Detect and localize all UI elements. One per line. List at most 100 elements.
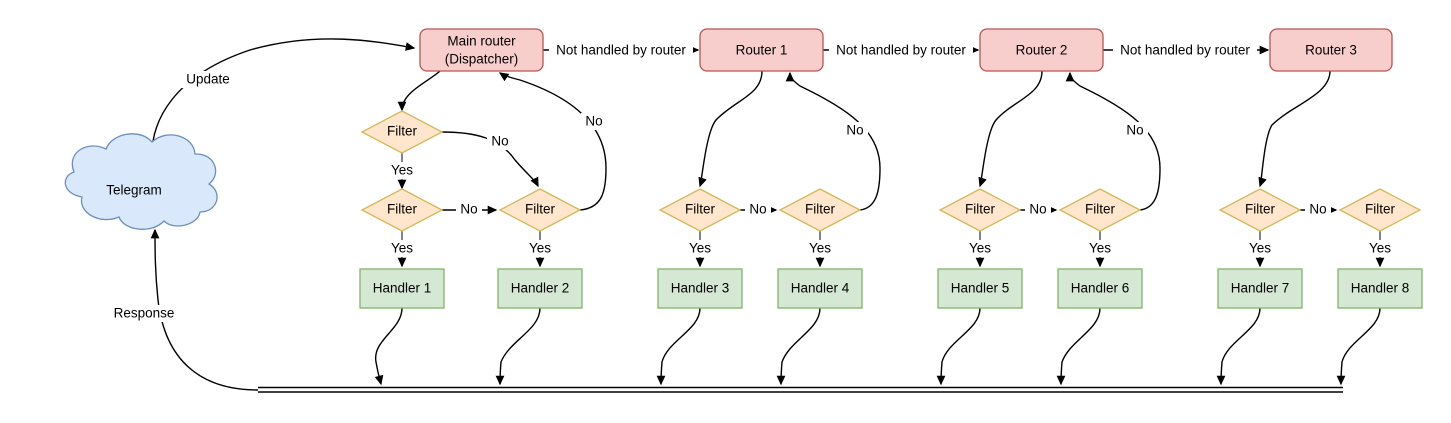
label-update: Update xyxy=(181,71,235,88)
node-main-router[interactable]: Main router (Dispatcher) xyxy=(419,28,544,72)
no-label-8: No xyxy=(1309,202,1326,217)
label-yes-filter-5: Yes xyxy=(964,240,996,257)
label-yes-filter-8: Yes xyxy=(1364,240,1396,257)
not-handled-label-3: Not handled by router xyxy=(1120,43,1250,58)
yes-label-9: Yes xyxy=(1369,241,1391,256)
yes-label-6: Yes xyxy=(969,241,991,256)
not-handled-label-2: Not handled by router xyxy=(836,43,966,58)
no-label-1: No xyxy=(491,134,508,149)
filter-1-label: Filter xyxy=(387,202,418,217)
router-1-label: Router 1 xyxy=(736,43,788,58)
label-yes-filter-6: Yes xyxy=(1084,240,1116,257)
router-2-label: Router 2 xyxy=(1016,43,1068,58)
response-label: Response xyxy=(114,306,175,321)
handler-7-label: Handler 7 xyxy=(1231,281,1290,296)
label-yes-filter-2: Yes xyxy=(524,240,556,257)
edge-handler-3-to-bus xyxy=(656,307,701,386)
edge-handler-2-to-bus xyxy=(495,307,541,386)
edge-filter-6-no xyxy=(1065,71,1161,211)
node-handler-6[interactable]: Handler 6 xyxy=(1057,268,1143,309)
yes-label-1: Yes xyxy=(391,163,413,178)
yes-label-7: Yes xyxy=(1089,241,1111,256)
node-filter-4[interactable]: Filter xyxy=(778,188,862,232)
node-filter-1[interactable]: Filter xyxy=(360,188,444,232)
node-filter-6[interactable]: Filter xyxy=(1058,188,1142,232)
no-label-7: No xyxy=(1029,202,1046,217)
node-filter-8[interactable]: Filter xyxy=(1338,188,1422,232)
node-handler-8[interactable]: Handler 8 xyxy=(1337,268,1423,309)
edge-handler-5-to-bus xyxy=(936,307,981,386)
node-handler-7[interactable]: Handler 7 xyxy=(1217,268,1303,309)
edge-router2-to-filter-5 xyxy=(978,70,1043,188)
filter-8-label: Filter xyxy=(1365,202,1396,217)
router-3-label: Router 3 xyxy=(1305,43,1357,58)
no-label-3: No xyxy=(460,202,477,217)
handler-5-label: Handler 5 xyxy=(951,281,1010,296)
node-router-3[interactable]: Router 3 xyxy=(1269,28,1393,72)
handler-3-label: Handler 3 xyxy=(671,281,730,296)
edge-mainrouter-to-filter-top xyxy=(397,70,441,112)
node-handler-3[interactable]: Handler 3 xyxy=(657,268,743,309)
edge-router1-to-filter-3 xyxy=(698,70,763,188)
edge-handler-8-to-bus xyxy=(1336,307,1381,386)
label-not-handled-2: Not handled by router xyxy=(829,42,973,59)
edge-update xyxy=(151,38,416,161)
filter-5-label: Filter xyxy=(965,202,996,217)
node-handler-1[interactable]: Handler 1 xyxy=(359,268,445,309)
edge-filter-top-no xyxy=(441,131,539,188)
node-filter-5[interactable]: Filter xyxy=(938,188,1022,232)
label-yes-filter-1: Yes xyxy=(386,240,418,257)
node-filter-7[interactable]: Filter xyxy=(1218,188,1302,232)
edge-router3-to-filter-7 xyxy=(1258,70,1331,188)
edge-handler-1-to-bus xyxy=(374,307,403,386)
filter-6-label: Filter xyxy=(1085,202,1116,217)
label-yes-filter-top: Yes xyxy=(386,162,418,179)
label-no-filter-6-back: No xyxy=(1122,122,1148,139)
edge-filter-4-no xyxy=(785,71,881,211)
response-bus xyxy=(258,386,1343,393)
label-no-filter-3: No xyxy=(745,201,771,218)
node-filter-2[interactable]: Filter xyxy=(498,188,582,232)
node-handler-5[interactable]: Handler 5 xyxy=(937,268,1023,309)
yes-label-2: Yes xyxy=(391,241,413,256)
label-no-filter-7: No xyxy=(1305,201,1331,218)
edge-handler-7-to-bus xyxy=(1216,307,1261,386)
filter-top-1-label: Filter xyxy=(387,124,418,139)
yes-label-3: Yes xyxy=(529,241,551,256)
label-no-filter-4-back: No xyxy=(842,122,868,139)
label-yes-filter-7: Yes xyxy=(1244,240,1276,257)
filter-2-label: Filter xyxy=(525,202,556,217)
handler-8-label: Handler 8 xyxy=(1351,281,1410,296)
handler-2-label: Handler 2 xyxy=(511,281,570,296)
label-no-filter-2-back: No xyxy=(581,113,607,130)
filter-3-label: Filter xyxy=(685,202,716,217)
no-label-4: No xyxy=(846,123,863,138)
label-not-handled-1: Not handled by router xyxy=(549,42,693,59)
telegram-label: Telegram xyxy=(106,183,162,198)
handler-6-label: Handler 6 xyxy=(1071,281,1130,296)
filter-4-label: Filter xyxy=(805,202,836,217)
update-label: Update xyxy=(186,72,230,87)
edge-handler-4-to-bus xyxy=(776,307,821,386)
no-label-6: No xyxy=(1126,123,1143,138)
label-response: Response xyxy=(108,305,180,322)
main-router-label-line2: (Dispatcher) xyxy=(445,52,519,67)
filter-7-label: Filter xyxy=(1245,202,1276,217)
main-router-label-line1: Main router xyxy=(447,34,516,49)
node-router-1[interactable]: Router 1 xyxy=(699,28,824,72)
node-filter-3[interactable]: Filter xyxy=(658,188,742,232)
node-filter-top-1[interactable]: Filter xyxy=(360,110,444,154)
handler-1-label: Handler 1 xyxy=(373,281,432,296)
node-telegram-cloud[interactable]: Telegram xyxy=(64,133,218,230)
node-handler-2[interactable]: Handler 2 xyxy=(497,268,583,309)
label-not-handled-3: Not handled by router xyxy=(1113,42,1257,59)
node-handler-4[interactable]: Handler 4 xyxy=(777,268,863,309)
node-router-2[interactable]: Router 2 xyxy=(979,28,1104,72)
handler-4-label: Handler 4 xyxy=(791,281,850,296)
edge-handler-6-to-bus xyxy=(1056,307,1101,386)
edge-filter-2-no xyxy=(498,72,607,211)
label-no-filter-1: No xyxy=(456,201,482,218)
no-label-2: No xyxy=(585,114,602,129)
